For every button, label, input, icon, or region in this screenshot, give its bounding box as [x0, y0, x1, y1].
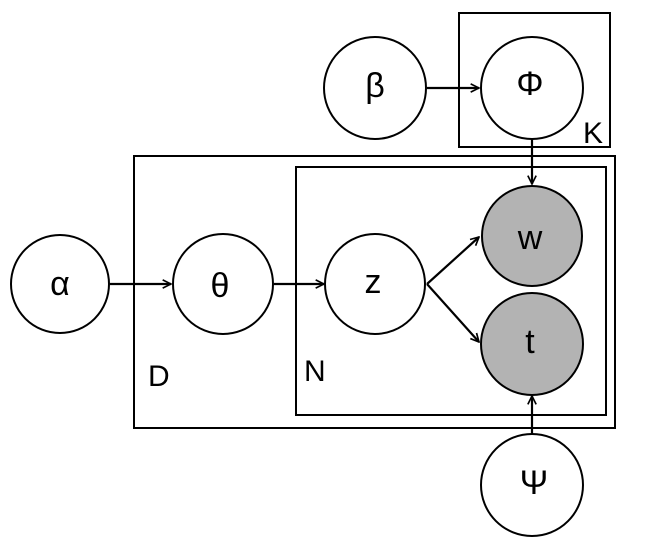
edge-z-t: [426, 283, 479, 342]
node-psi-label: Ψ: [520, 464, 548, 502]
node-z-label: z: [365, 263, 382, 301]
node-t: t: [480, 292, 584, 396]
plate-k-label: K: [583, 117, 603, 150]
node-beta: β: [323, 36, 427, 140]
node-beta-label: β: [365, 67, 385, 105]
plate-k: [458, 12, 611, 148]
node-t-label: t: [525, 323, 535, 361]
node-phi-label: Φ: [516, 65, 543, 103]
node-psi: Ψ: [480, 433, 584, 537]
node-alpha-label: α: [50, 265, 70, 303]
node-w-label: w: [517, 219, 543, 257]
plate-d-label: D: [148, 360, 170, 393]
node-z: z: [324, 233, 426, 335]
node-phi: Φ: [480, 36, 584, 140]
node-theta-label: θ: [211, 267, 230, 305]
node-theta: θ: [172, 233, 274, 335]
edge-z-w: [426, 237, 479, 285]
plate-n-label: N: [304, 355, 326, 388]
node-w: w: [481, 185, 583, 287]
plate-n: [295, 166, 607, 416]
plate-d: [133, 155, 616, 429]
node-alpha: α: [10, 234, 110, 334]
